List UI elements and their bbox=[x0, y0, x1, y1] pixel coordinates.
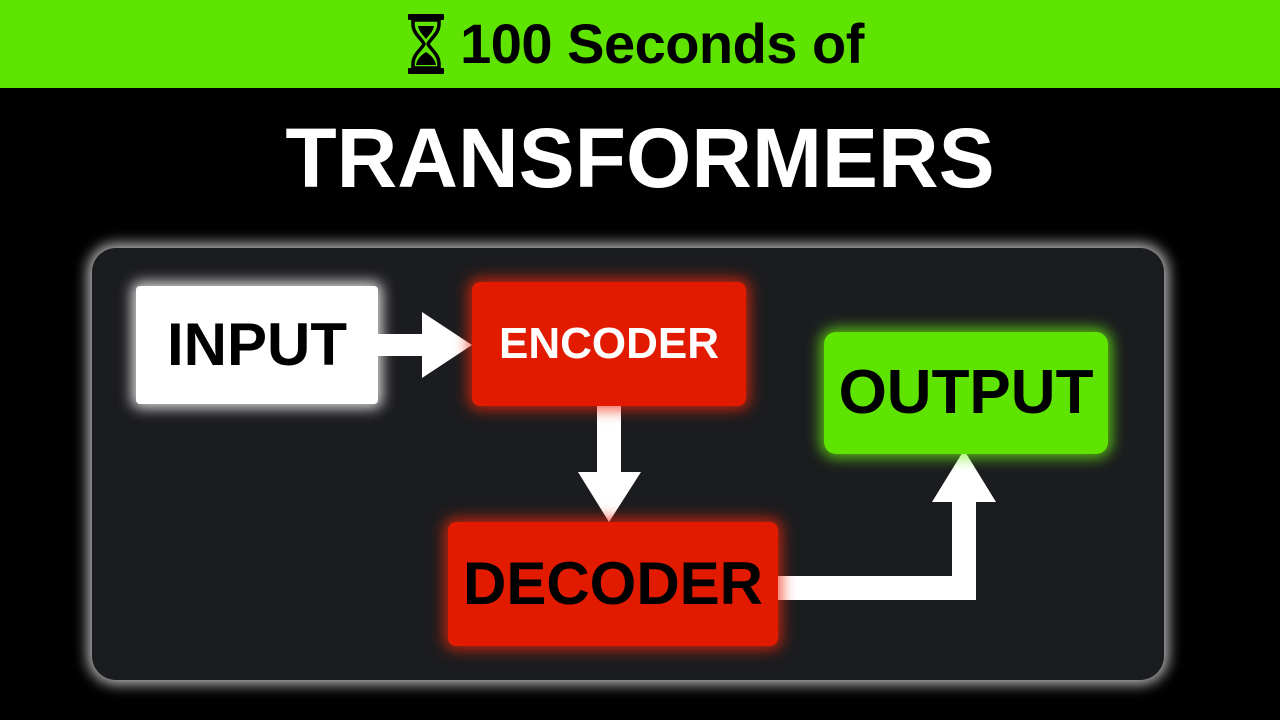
hourglass-icon bbox=[408, 14, 445, 74]
node-decoder: DECODER bbox=[448, 522, 778, 646]
node-input: INPUT bbox=[136, 286, 378, 404]
arrow-encoder-to-decoder bbox=[578, 404, 641, 522]
node-encoder: ENCODER bbox=[472, 282, 746, 406]
arrow-decoder-to-output bbox=[776, 450, 996, 600]
page-title: TRANSFORMERS bbox=[285, 111, 995, 205]
top-banner: 100 Seconds of bbox=[0, 0, 1280, 88]
banner-text: 100 Seconds of bbox=[460, 12, 864, 75]
arrow-input-to-encoder bbox=[376, 312, 472, 378]
node-output: OUTPUT bbox=[824, 332, 1108, 454]
banner-content: 100 Seconds of bbox=[406, 12, 864, 76]
